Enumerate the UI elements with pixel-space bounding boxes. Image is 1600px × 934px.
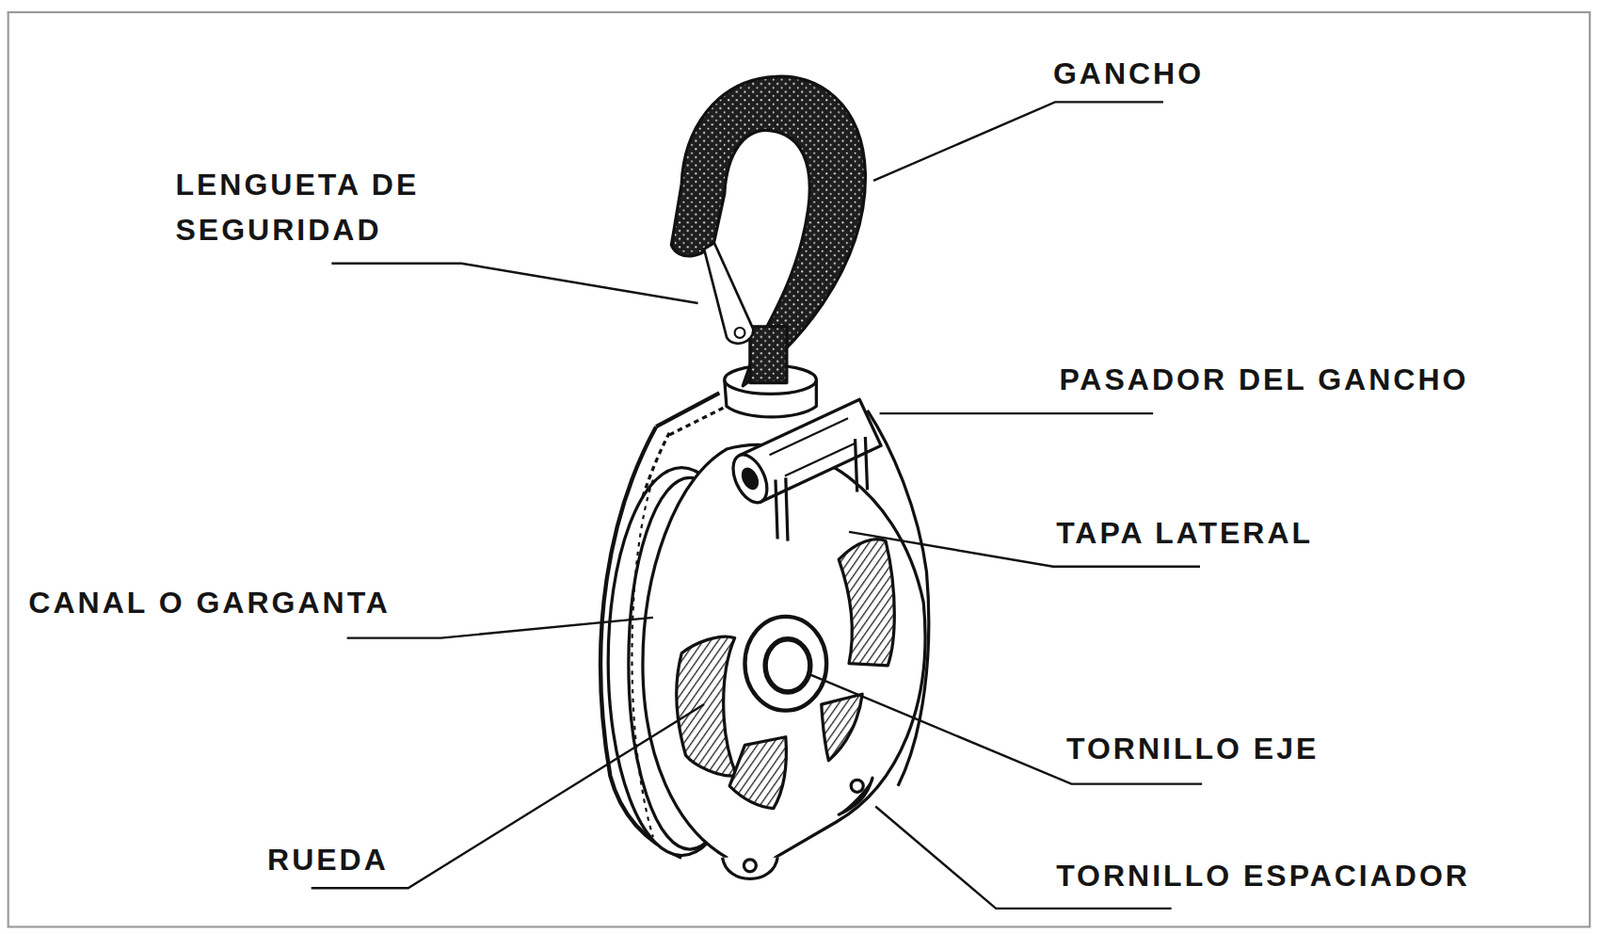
part-label: TORNILLO EJE — [1066, 725, 1319, 771]
leader-line — [880, 412, 1154, 415]
part-label: TAPA LATERAL — [1056, 510, 1313, 556]
plate-window — [821, 693, 863, 760]
leader-line — [347, 617, 654, 639]
plate-window — [729, 736, 786, 809]
spacer-bolt — [850, 779, 864, 792]
part-label: PASADOR DEL GANCHO — [1058, 356, 1469, 402]
part-label: GANCHO — [1053, 50, 1204, 96]
back-strap — [669, 405, 727, 434]
leader-lines — [311, 101, 1202, 908]
plate-window — [838, 539, 895, 666]
safety-latch — [704, 242, 753, 344]
pulley-block — [600, 76, 929, 879]
part-label: CANAL O GARGANTA — [28, 579, 391, 625]
plate-ear — [838, 777, 873, 815]
leader-line — [875, 805, 1171, 908]
part-label: RUEDA — [267, 836, 389, 882]
plate-ear — [722, 857, 779, 880]
side-plate — [642, 444, 926, 869]
leader-line — [873, 101, 1164, 180]
spacer-bolt — [743, 859, 756, 872]
latch-pivot — [735, 327, 746, 338]
leader-line — [331, 263, 698, 304]
hub — [744, 616, 827, 711]
axle-bolt — [765, 639, 811, 692]
part-label: TORNILLO ESPACIADOR — [1056, 852, 1471, 898]
hook — [671, 76, 865, 386]
strap-end — [775, 436, 868, 542]
back-strap — [656, 392, 720, 427]
plate-window — [676, 636, 737, 776]
part-label: LENGUETA DE SEGURIDAD — [175, 161, 434, 253]
hook-shank — [750, 326, 787, 384]
frame — [8, 12, 1590, 927]
leader-line — [808, 673, 1202, 784]
